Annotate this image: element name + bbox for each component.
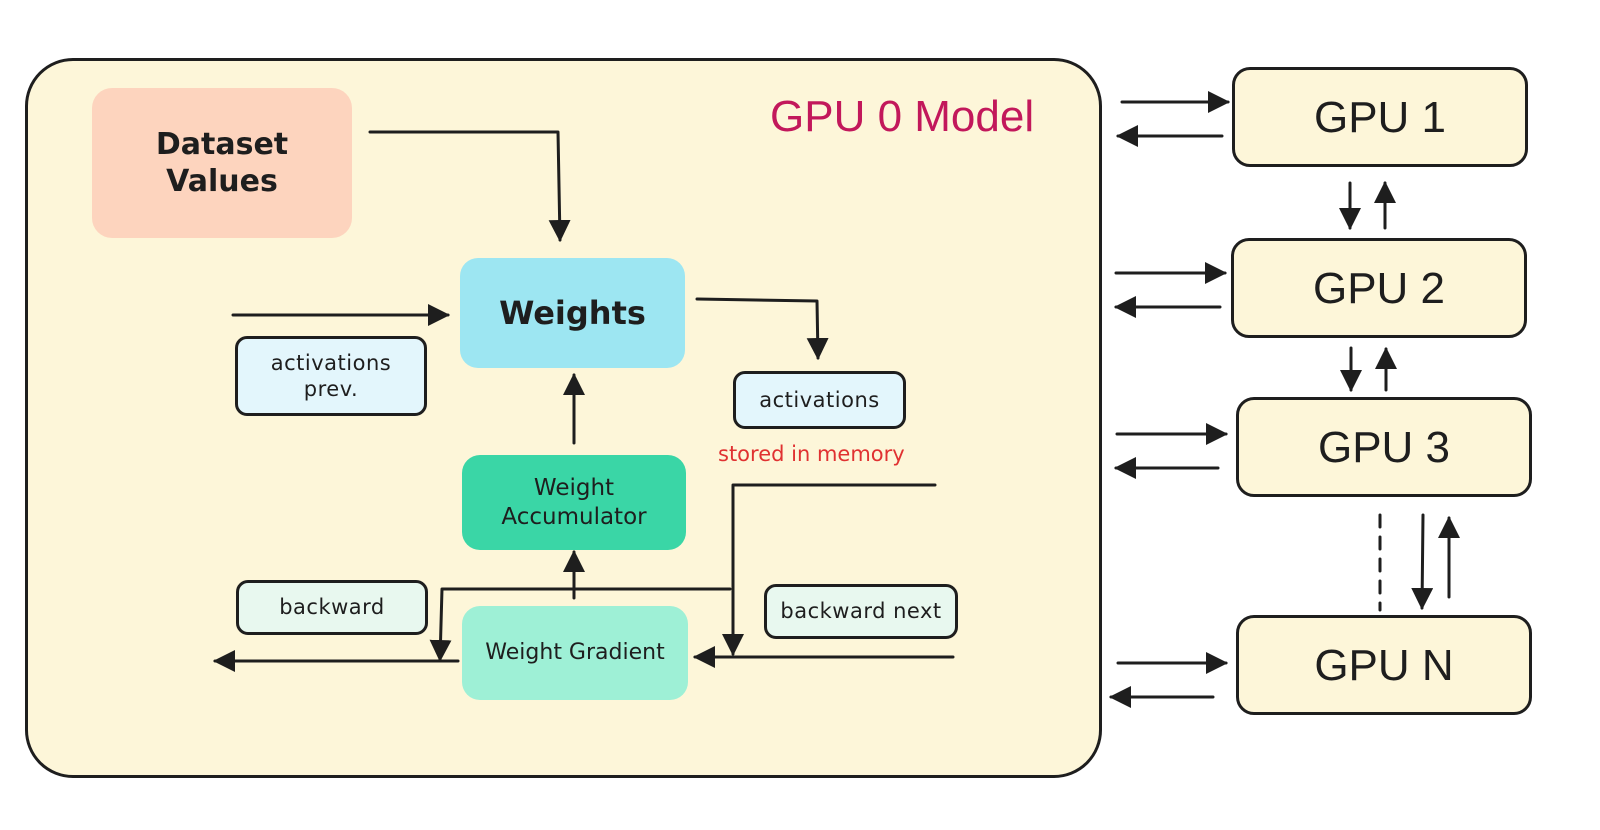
activations-prev-label: activations prev. — [235, 336, 427, 416]
stored-in-memory-note: stored in memory — [718, 442, 905, 466]
panel-title: GPU 0 Model — [770, 92, 1035, 141]
weight-gradient-label: Weight Gradient — [485, 640, 665, 666]
weights-node: Weights — [460, 258, 685, 368]
gpu-3-label: GPU 3 — [1317, 422, 1451, 472]
backward-label: backward — [236, 580, 428, 635]
activations-text: activations — [759, 387, 880, 412]
activations-prev-text: activations prev. — [270, 350, 392, 401]
gpu-1-label: GPU 1 — [1313, 92, 1447, 142]
backward-text: backward — [279, 595, 385, 620]
weight-accumulator-node: Weight Accumulator — [462, 455, 686, 550]
bridge-to-backward-arrow — [429, 587, 732, 662]
gpu-n-box: GPU N — [1236, 615, 1532, 715]
gpu-3-box: GPU 3 — [1236, 397, 1532, 497]
gpu-2-box: GPU 2 — [1231, 238, 1527, 338]
gpu3-to-gpun-arrow — [1411, 513, 1434, 610]
gpu-n-label: GPU N — [1314, 640, 1454, 690]
activations-label: activations — [733, 371, 906, 429]
gpu-1-box: GPU 1 — [1232, 67, 1528, 167]
gpu-2-label: GPU 2 — [1312, 263, 1446, 313]
weight-accumulator-label: Weight Accumulator — [501, 474, 647, 530]
dataset-to-weights-arrow — [368, 130, 571, 242]
dataset-values-node: Dataset Values — [92, 88, 352, 238]
weights-label: Weights — [499, 294, 646, 332]
weight-gradient-node: Weight Gradient — [462, 606, 688, 700]
weights-to-activations-arrow — [695, 297, 829, 360]
dataset-values-label: Dataset Values — [155, 126, 289, 200]
stored-memory-line — [722, 483, 937, 656]
backward-next-label: backward next — [764, 584, 958, 639]
backward-next-text: backward next — [780, 599, 942, 624]
